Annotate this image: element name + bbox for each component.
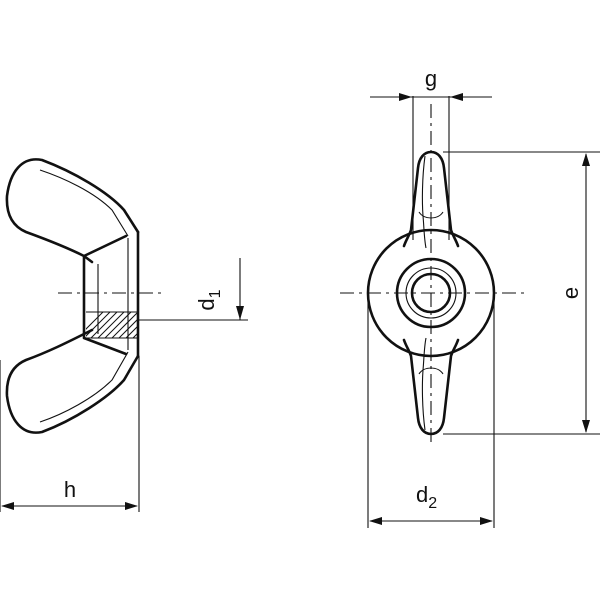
d1-arrowhead — [236, 306, 244, 320]
d1-dimension: d1 — [138, 258, 248, 321]
top-wing-outline — [402, 150, 460, 248]
d1-label: d1 — [194, 289, 224, 310]
bottom-wing-outline — [402, 338, 460, 436]
top-wing-inner-line — [421, 155, 427, 249]
d2-label: d2 — [416, 482, 437, 512]
e-label: e — [558, 287, 583, 299]
upper-wing-inner-edge — [39, 169, 129, 237]
g-dimension: g — [370, 66, 492, 240]
front-view — [340, 104, 528, 446]
hub-outline — [82, 230, 140, 358]
side-view — [5, 158, 166, 434]
bottom-wing-inner-line — [421, 337, 427, 431]
lower-wing-inner-edge — [39, 351, 129, 423]
g-label: g — [425, 66, 437, 91]
lower-wing-outline — [5, 328, 140, 434]
thread-hatching — [86, 312, 138, 338]
h-label: h — [64, 477, 76, 502]
h-dimension: h — [0, 356, 140, 512]
e-dimension: e — [443, 151, 600, 435]
d2-dimension: d2 — [367, 300, 495, 528]
upper-wing-outline — [5, 158, 140, 264]
